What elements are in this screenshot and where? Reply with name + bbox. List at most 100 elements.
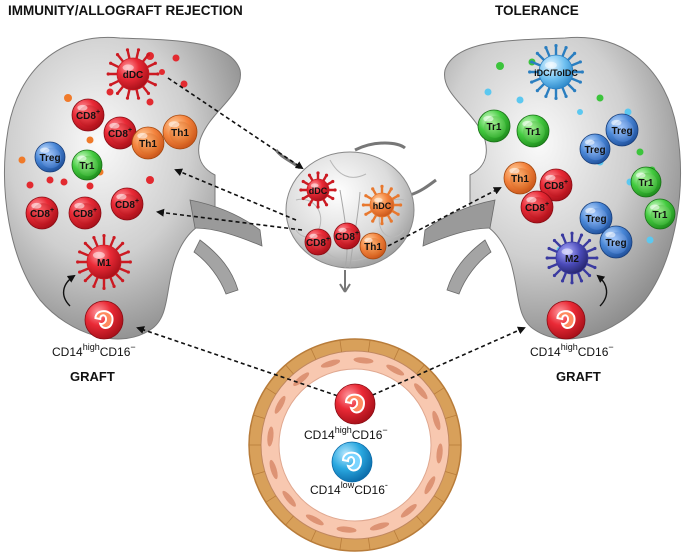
minus-superscript: -: [385, 480, 388, 490]
monocyte-right: [546, 300, 586, 340]
cell-label: CD8+: [525, 201, 549, 214]
left-graft-label: GRAFT: [70, 369, 115, 384]
cell-label: Treg: [39, 153, 60, 164]
monocyte-label-vessel-low: CD14lowCD16-: [310, 480, 388, 497]
cd16-text: CD16: [354, 483, 385, 497]
left-title: IMMUNITY/ALLOGRAFT REJECTION: [8, 3, 243, 18]
cell-label-text: CD8: [30, 209, 50, 220]
plus-superscript: +: [135, 198, 139, 205]
cell-label-text: Th1: [364, 242, 382, 253]
tr1-cell: Tr1: [516, 114, 550, 148]
minus-superscript: −: [382, 425, 387, 435]
monocyte-label-right: CD14highCD16−: [530, 342, 614, 359]
cell-label-text: hDC: [373, 201, 392, 211]
high-superscript: high: [561, 342, 578, 352]
cell-label-text: iDC/TolDC: [534, 68, 578, 78]
cell-label: Treg: [611, 126, 632, 137]
cell-label-text: CD8: [108, 129, 128, 140]
cell-label-text: CD8: [306, 238, 326, 249]
cell-label-text: CD8: [335, 232, 355, 243]
cell-label: CD8+: [335, 230, 359, 243]
cell-label: dDC: [309, 186, 328, 196]
cd14-text: CD14: [304, 428, 335, 442]
cell-label-text: dDC: [309, 186, 328, 196]
cell-label: M1: [97, 258, 111, 269]
plus-superscript: +: [96, 109, 100, 116]
treg-cell: Treg: [605, 113, 639, 147]
cd14-text: CD14: [310, 483, 341, 497]
m2-macrophage: M2: [545, 231, 599, 285]
monocyte-label-left: CD14highCD16−: [52, 342, 136, 359]
tr1-cell: Tr1: [644, 198, 676, 230]
cell-label: iDC/TolDC: [534, 68, 578, 78]
cd8-cell: CD8+: [103, 116, 137, 150]
differentiation-arrows: [63, 274, 608, 307]
ddc-lymph-node: dDC: [299, 171, 337, 209]
cd8-cell: CD8+: [539, 168, 573, 202]
cd16-text: CD16: [578, 345, 609, 359]
cell-label: Treg: [585, 214, 606, 225]
migration-arrows: [136, 77, 526, 399]
plus-superscript: +: [50, 207, 54, 214]
hdc-lymph-node: hDC: [361, 184, 403, 226]
cell-label: CD8+: [30, 207, 54, 220]
cell-label-text: Treg: [605, 238, 626, 249]
cell-label-text: M1: [97, 258, 111, 269]
cell-label-text: Treg: [611, 126, 632, 137]
cell-label-text: Tr1: [652, 210, 667, 221]
lymph-node: [274, 141, 437, 293]
tr1-cell: Tr1: [71, 149, 103, 181]
cell-label-text: Treg: [584, 145, 605, 156]
cd14-text: CD14: [530, 345, 561, 359]
cell-label-text: Tr1: [638, 178, 653, 189]
treg-cell: Treg: [579, 133, 611, 165]
cell-label-text: CD8: [525, 203, 545, 214]
th1-cell: Th1: [162, 114, 198, 150]
th1-cell-lymph: Th1: [359, 232, 387, 260]
cell-label-text: Tr1: [525, 127, 540, 138]
cell-label: CD8+: [115, 198, 139, 211]
cell-label: hDC: [373, 201, 392, 211]
cell-label: dDC: [123, 70, 144, 81]
cell-label-text: Tr1: [486, 122, 501, 133]
cd8-cell: CD8+: [71, 98, 105, 132]
cd8-cell: CD8+: [520, 190, 554, 224]
cell-label: CD8+: [544, 179, 568, 192]
treg-cell: Treg: [34, 141, 66, 173]
cell-label-text: M2: [565, 254, 579, 265]
cd16-text: CD16: [352, 428, 383, 442]
cell-label-text: Treg: [585, 214, 606, 225]
th1-cell: Th1: [503, 161, 537, 195]
plus-superscript: +: [545, 201, 549, 208]
cell-label-text: Th1: [139, 139, 157, 150]
svg-text:CD14highCD16−: CD14highCD16−: [304, 425, 388, 442]
plus-superscript: +: [93, 207, 97, 214]
cell-label: CD8+: [108, 127, 132, 140]
left-kidney: [4, 36, 263, 340]
cell-label: Tr1: [79, 161, 94, 172]
cell-label: Th1: [511, 174, 529, 185]
tr1-cell: Tr1: [477, 109, 511, 143]
cd8-cell: CD8+: [25, 196, 59, 230]
ddc-left: dDC: [106, 48, 160, 100]
right-title: TOLERANCE: [495, 3, 579, 18]
cell-label-text: CD8: [76, 111, 96, 122]
cd14-text: CD14: [52, 345, 83, 359]
cell-label: Tr1: [525, 127, 540, 138]
cell-label: Treg: [584, 145, 605, 156]
plus-superscript: +: [326, 236, 330, 243]
cell-label: Tr1: [652, 210, 667, 221]
minus-superscript: −: [130, 342, 135, 352]
svg-text:CD14highCD16−: CD14highCD16−: [52, 342, 136, 359]
plus-superscript: +: [564, 179, 568, 186]
cell-label-text: Treg: [39, 153, 60, 164]
cd8-cell: CD8+: [110, 187, 144, 221]
cell-label-text: CD8: [544, 181, 564, 192]
idc-toldc: iDC/TolDC: [528, 44, 584, 100]
m1-macrophage: M1: [76, 234, 132, 290]
right-graft-label: GRAFT: [556, 369, 601, 384]
treg-cell: Treg: [599, 225, 633, 259]
cell-label: CD8+: [76, 109, 100, 122]
treg-cell: Treg: [579, 201, 613, 235]
